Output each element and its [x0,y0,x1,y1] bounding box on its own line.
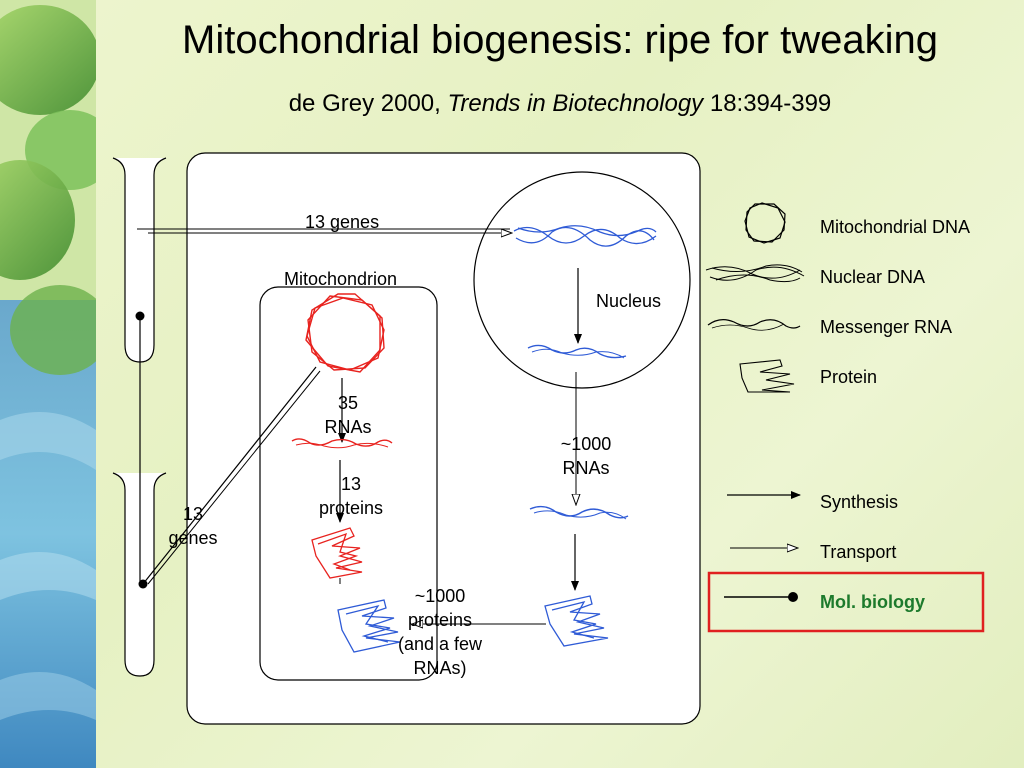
cyto-rna-2 [533,510,627,520]
slide-title: Mitochondrial biogenesis: ripe for tweak… [182,18,938,62]
legend-mol-bio-dot [788,592,798,602]
cyto-rna [529,505,629,519]
legend-label-synthesis: Synthesis [820,492,899,512]
citation-journal: Trends in Biotechnology [447,90,704,117]
mito-rna-2 [295,442,389,449]
label-1000-proteins: ~1000 proteins (and a few RNAs) [397,586,483,678]
decorative-leaf-strip [0,0,96,768]
cyto-protein [544,595,609,647]
citation: de Grey 2000, Trends in Biotechnology 18… [96,90,1024,118]
label-mitochondrion: Mitochondrion [284,269,398,289]
legend-label-mrna: Messenger RNA [820,317,953,337]
label-13-proteins: 13 proteins [318,474,384,518]
mito-protein [311,527,363,579]
label-35-rnas: 35 RNAs [324,393,372,437]
label-13-genes-top: 13 genes [305,212,380,232]
legend-label-protein: Protein [820,367,878,387]
label-nucleus: Nucleus [596,291,662,311]
legend-label-mito-dna: Mitochondrial DNA [820,217,971,237]
nuclear-rna-2 [531,348,625,359]
legend-nuclear-dna-icon [705,264,805,283]
nuclear-dna [513,225,657,247]
mitochondrion-outline [259,286,438,681]
nuclear-rna [527,344,627,359]
citation-ref: 18:394-399 [703,90,832,117]
imported-protein [337,599,401,653]
mol-bio-link-mito [142,366,317,585]
mito-dna-ring [305,293,385,373]
citation-author-year: de Grey 2000, [288,90,448,117]
legend-protein-icon [739,359,795,393]
legend-mrna-icon [707,319,801,329]
mol-bio-link-mito-2 [147,370,321,585]
legend-mito-dna-icon [744,202,786,244]
mito-rna [291,438,393,447]
legend-mrna-icon-2 [711,323,785,331]
label-13-genes-left: 13 genes [168,504,218,548]
mol-biology-highlight-box [707,571,985,633]
legend-label-transport: Transport [820,542,897,562]
nucleus-outline [473,171,691,389]
label-1000-rnas: ~1000 RNAs [560,434,612,478]
legend-label-nuclear-dna: Nuclear DNA [820,267,926,287]
legend-label-mol-biology: Mol. biology [820,592,925,612]
